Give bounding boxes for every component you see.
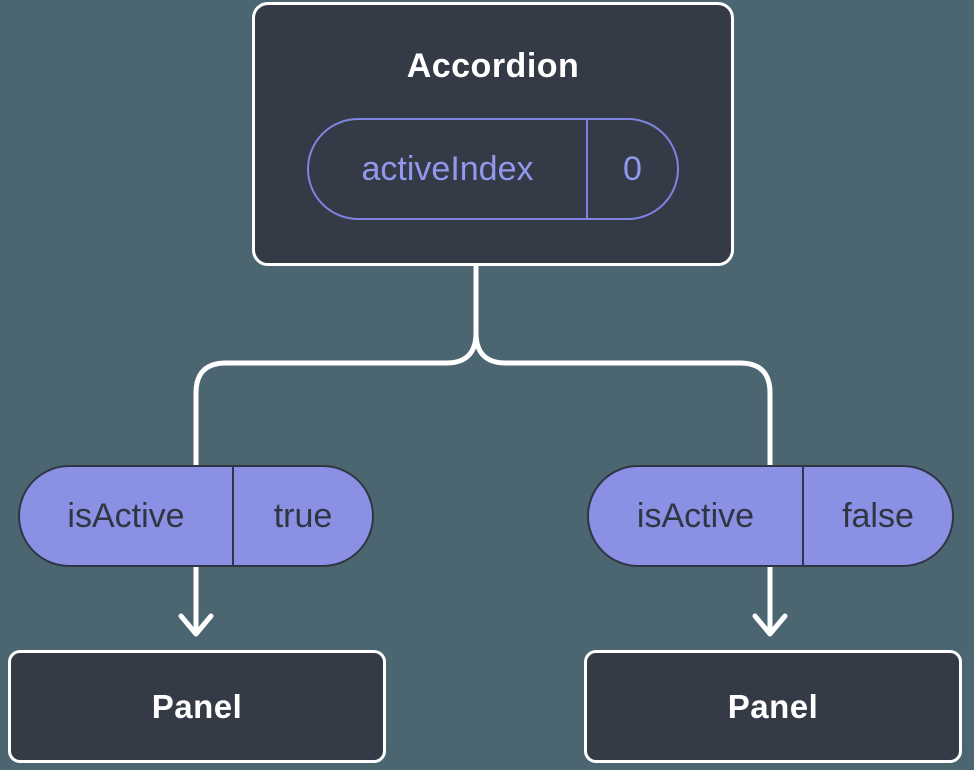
state-name-label: isActive	[636, 496, 755, 535]
arrow-left-arrowhead-icon	[178, 613, 214, 637]
connector-root-to-right-pill	[473, 262, 773, 470]
panel-title: Panel	[727, 687, 819, 725]
prop-pill-activeindex: activeIndex 0	[307, 118, 679, 220]
root-node-title: Accordion	[406, 47, 580, 85]
state-name-label: isActive	[67, 496, 185, 535]
state-value-label: true	[232, 467, 372, 565]
child-node-panel-left: Panel	[8, 650, 386, 763]
prop-value-label: 0	[586, 120, 677, 218]
connector-root-to-left-pill	[193, 262, 479, 470]
state-value-label: false	[802, 467, 952, 565]
arrow-right-arrowhead-icon	[752, 613, 788, 637]
prop-name-label: activeIndex	[361, 149, 534, 188]
root-node-accordion: Accordion activeIndex 0	[252, 2, 734, 266]
state-pill-isactive-true: isActive true	[18, 465, 374, 567]
panel-title: Panel	[151, 687, 243, 725]
child-node-panel-right: Panel	[584, 650, 962, 763]
state-pill-isactive-false: isActive false	[587, 465, 954, 567]
